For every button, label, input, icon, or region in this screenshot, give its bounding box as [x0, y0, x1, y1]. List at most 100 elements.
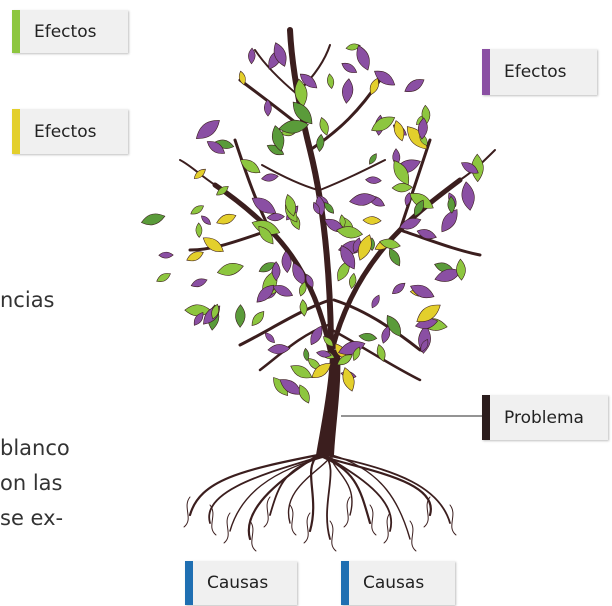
blue-marker [185, 561, 193, 605]
leaf [386, 315, 401, 337]
body-text-line: ncias [0, 288, 55, 312]
leaf [338, 341, 366, 355]
leaf [342, 367, 355, 392]
leaf [201, 215, 211, 225]
leaf [336, 354, 353, 366]
branch [319, 159, 386, 191]
leaf [264, 332, 275, 344]
label-text: Problema [504, 407, 584, 428]
tree-roots [183, 453, 457, 552]
leaf [391, 183, 413, 193]
root-tendril [329, 520, 337, 552]
leaf [303, 347, 310, 362]
leaf [156, 273, 171, 283]
leaf [285, 194, 296, 217]
label-text: Efectos [504, 62, 567, 82]
leaf [323, 336, 334, 347]
leaf [349, 272, 357, 290]
leaf [376, 344, 386, 362]
leaf [456, 258, 466, 281]
leaf [460, 162, 479, 174]
leaf [299, 299, 308, 317]
leaf [310, 325, 323, 346]
leaf [258, 225, 274, 245]
dark-marker [482, 395, 490, 440]
leaf [190, 278, 208, 288]
label-text: Efectos [34, 121, 97, 142]
leaf [251, 197, 277, 214]
problema-label: Problema [482, 395, 608, 440]
leaf [374, 70, 396, 86]
root [208, 454, 326, 524]
leaf [256, 284, 275, 303]
branch [238, 298, 332, 347]
leaf [420, 338, 429, 353]
leaf [305, 273, 314, 288]
root-tendril [303, 512, 311, 544]
root-tendril [343, 496, 351, 528]
leaf [216, 263, 244, 276]
root-tendril [249, 520, 257, 552]
branch [261, 164, 319, 191]
blue-marker [341, 561, 349, 605]
leaf [410, 284, 435, 299]
leaf [267, 344, 291, 355]
branch [329, 177, 463, 353]
root-tendril [423, 496, 431, 528]
leaf [461, 181, 475, 211]
leaf [294, 78, 308, 108]
leaf [235, 304, 246, 328]
leaf [193, 312, 204, 326]
leaf [311, 363, 332, 379]
root [229, 454, 333, 532]
leaf [365, 176, 382, 184]
green-marker [12, 10, 20, 53]
root-tendril [383, 512, 391, 544]
leaf [248, 47, 256, 65]
root [308, 453, 320, 533]
leaf [369, 153, 377, 165]
causas-label-left: Causas [185, 561, 297, 605]
body-text-line: se ex- [0, 506, 64, 530]
leaf [140, 213, 166, 226]
leaf [195, 222, 203, 238]
root-tendril [209, 504, 217, 536]
leaf [379, 238, 401, 249]
body-text-line: blanco [0, 436, 70, 460]
root [316, 453, 372, 525]
purple-marker [482, 49, 490, 95]
leaf [278, 119, 309, 134]
leaf [417, 117, 428, 140]
leaf [266, 144, 285, 156]
leaf [273, 42, 287, 67]
leaf [206, 141, 226, 154]
leaf [358, 234, 372, 261]
label-text: Causas [207, 573, 269, 593]
leaf [324, 202, 335, 214]
root-tendril [369, 504, 377, 536]
leaf [413, 199, 424, 217]
leaf [316, 350, 332, 358]
leaf [393, 120, 405, 142]
tree-leaves [140, 42, 484, 404]
leaf [251, 311, 265, 326]
leaf [352, 346, 361, 361]
root [324, 454, 332, 540]
leaf [211, 303, 220, 320]
leaf [337, 260, 350, 282]
leaf [404, 79, 425, 93]
branch [188, 228, 272, 252]
leaf [404, 192, 412, 207]
body-text-line: on las [0, 471, 63, 495]
leaf [447, 195, 456, 214]
branch [254, 49, 299, 96]
causas-label-right: Causas [341, 561, 455, 605]
leaf [281, 250, 292, 274]
efectos-label-purple: Efectos [482, 49, 597, 95]
leaf [195, 120, 220, 139]
leaf [239, 159, 261, 174]
efectos-label-yellow: Efectos [12, 109, 128, 154]
leaf [341, 78, 354, 104]
leaf [271, 261, 281, 281]
